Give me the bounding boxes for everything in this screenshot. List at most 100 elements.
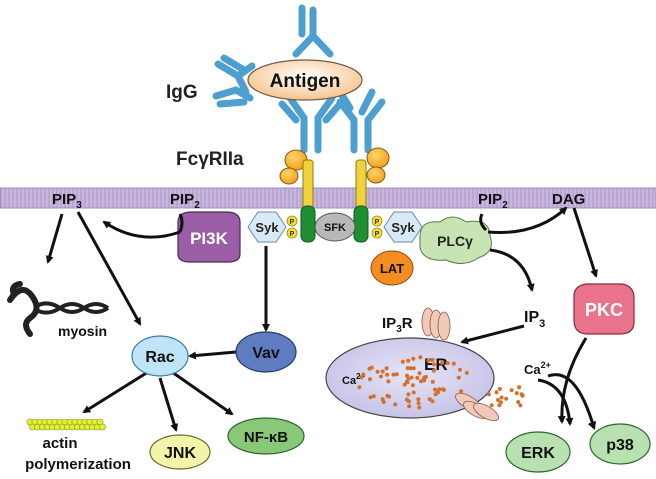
jnk-node xyxy=(149,434,211,470)
arrow-pkc-to-p38 xyxy=(587,420,596,430)
cytosol-calcium-dot xyxy=(516,400,521,404)
arrow-pi3k-to-pip2 xyxy=(102,220,181,239)
phospho-left-top-label: P xyxy=(290,219,295,226)
ip3r-channel-bottom xyxy=(455,392,499,422)
pkc-label: PKC xyxy=(585,300,623,320)
actin-bead xyxy=(99,423,107,431)
arrow-rac-to-jnk xyxy=(158,377,179,432)
cytosol-calcium-dots xyxy=(486,385,525,408)
arrow-rac-to-actin xyxy=(82,370,149,414)
cytosol-calcium-dot xyxy=(520,393,525,398)
syk-left-label: Syk xyxy=(255,220,279,235)
cytosol-calcium-dot xyxy=(514,391,519,396)
er-calcium-dot xyxy=(405,366,410,371)
er-calcium-dot xyxy=(379,374,383,379)
actin-filament-icon xyxy=(26,418,107,431)
lat-node xyxy=(370,250,414,286)
er-calcium-dot xyxy=(417,405,422,410)
fcgriia-label: FcγRIIa xyxy=(176,149,244,170)
arrow-rac-to-nfkb xyxy=(171,370,234,416)
myosin-icon xyxy=(7,281,110,337)
er-calcium-dot xyxy=(440,387,445,392)
pkc-node xyxy=(573,283,635,335)
er-calcium-dot xyxy=(415,375,420,380)
er-calcium-dot xyxy=(385,372,390,377)
pip2-right-label: PIP2 xyxy=(478,191,508,211)
phospho-left-top xyxy=(286,215,298,227)
cytosol-calcium-dot xyxy=(494,390,499,395)
er-calcium-dot xyxy=(400,359,405,364)
phospho-left-bottom-label: P xyxy=(290,231,295,238)
erk-node xyxy=(505,431,571,473)
er-calcium-dot xyxy=(368,377,372,382)
er-calcium-dot xyxy=(405,373,409,378)
er-calcium-dot xyxy=(369,365,374,370)
fcgriia-receptor-left xyxy=(279,149,316,243)
er-calcium-dot xyxy=(406,358,411,363)
er-calcium-dot xyxy=(406,392,411,397)
bar-pip2-tail xyxy=(178,213,184,233)
igg-antibody-receptor-left xyxy=(278,94,344,154)
sfk-label: SFK xyxy=(324,222,346,234)
phospho-left-bottom xyxy=(286,227,298,239)
antigen-shape xyxy=(247,59,363,101)
plasma-membrane xyxy=(0,187,656,209)
pip2-left-label: PIP2 xyxy=(170,191,200,211)
er-calcium-dots xyxy=(357,355,469,410)
er-calcium-dot xyxy=(386,379,391,384)
arrow-pip3-to-myosin xyxy=(45,213,64,264)
er-calcium-dot xyxy=(411,390,416,395)
er-calcium-dot xyxy=(357,385,362,390)
jnk-label: JNK xyxy=(164,445,196,462)
er-calcium-dot xyxy=(402,382,407,387)
pathway-arrows xyxy=(45,206,598,432)
syk-right-node xyxy=(383,211,423,243)
lat-label: LAT xyxy=(380,261,404,276)
er-calcium-dot xyxy=(464,370,469,375)
phospho-right-bottom xyxy=(371,227,383,239)
cytosol-calcium-dot xyxy=(489,403,494,408)
plcg-label: PLCγ xyxy=(437,233,473,249)
ip3-label: IP3 xyxy=(524,309,545,330)
er-calcium-dot xyxy=(459,389,464,394)
cytosol-calcium-dot xyxy=(509,388,514,393)
p38-label: p38 xyxy=(606,437,634,454)
er-calcium-dot xyxy=(416,397,421,402)
cytosol-calcium-dot xyxy=(518,403,523,408)
er-calcium-dot xyxy=(440,360,445,365)
arrow-vav-to-rac xyxy=(188,350,237,360)
nfkb-node xyxy=(227,417,305,455)
er-calcium-dot xyxy=(385,393,390,398)
er-calcium-dot xyxy=(436,390,440,395)
antigen-label: Antigen xyxy=(270,71,341,92)
igg-antibody-left-bottom xyxy=(212,86,254,108)
p38-node xyxy=(589,423,651,465)
er-calcium-dot xyxy=(427,397,432,402)
erk-label: ERK xyxy=(521,445,555,462)
er-calcium-dot xyxy=(408,366,413,371)
igg-antibody-top xyxy=(292,4,334,58)
phospho-right-top xyxy=(371,215,383,227)
arrow-pip3-to-rac xyxy=(76,211,142,326)
igg-antibody-left-top xyxy=(214,54,256,96)
arrow-plcg-to-dag xyxy=(487,206,568,234)
er-calcium-dot xyxy=(404,379,409,384)
er-calcium-dot xyxy=(361,372,366,377)
cytosol-calcium-dot xyxy=(517,385,522,390)
cytosol-calcium-dot xyxy=(504,396,509,401)
er-calcium-dot xyxy=(407,404,412,409)
pi3k-label: PI3K xyxy=(190,229,229,248)
er-calcium-dot xyxy=(359,375,364,380)
er-calcium-dot xyxy=(426,358,431,363)
vav-label: Vav xyxy=(252,345,280,362)
bar-plcg-tail xyxy=(479,213,488,232)
dag-label: DAG xyxy=(552,191,585,208)
er-calcium-dot xyxy=(406,376,411,381)
er-calcium-dot xyxy=(411,366,416,371)
er-calcium-dot xyxy=(418,355,423,360)
er-calcium-dot xyxy=(451,361,456,366)
actin-label-line2: polymerization xyxy=(25,456,131,473)
cytosol-calcium-dot xyxy=(497,403,502,408)
er-calcium-dot xyxy=(433,387,437,392)
er-calcium-dot xyxy=(394,372,399,377)
